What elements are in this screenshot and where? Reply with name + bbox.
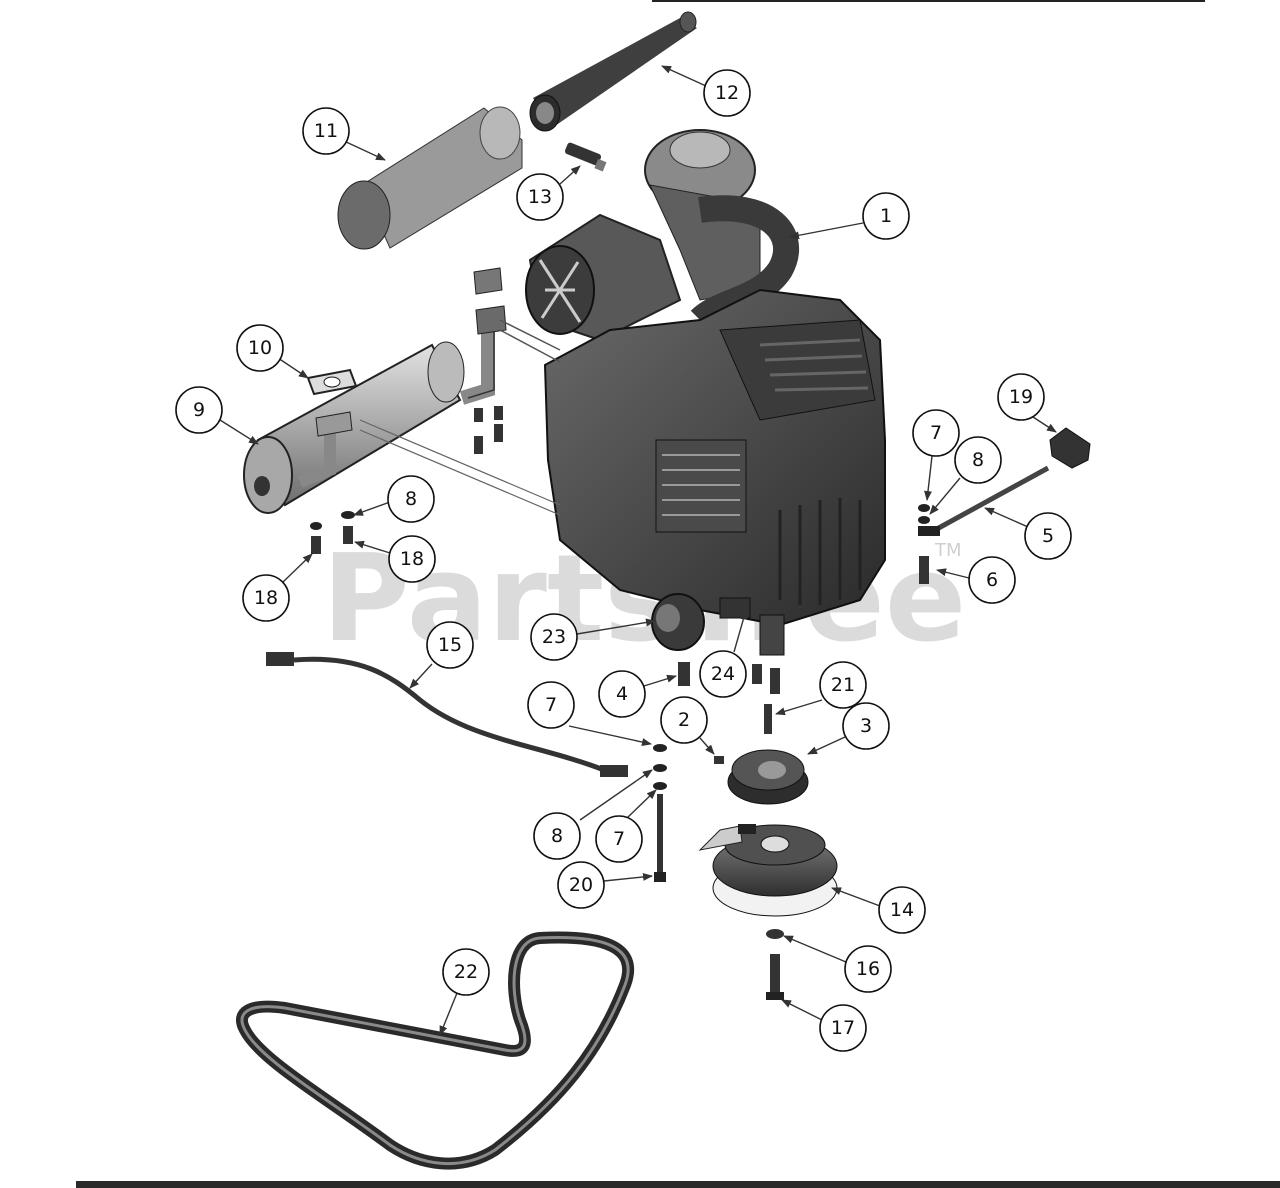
- callout-label: 1: [880, 205, 892, 227]
- pulley: [727, 749, 809, 805]
- engine: [525, 129, 886, 656]
- callout-7: 7: [595, 815, 643, 863]
- long-bolt-stack: [653, 744, 667, 882]
- callout-label: 5: [1042, 525, 1054, 547]
- callout-15: 15: [426, 621, 474, 669]
- callout-label: 6: [986, 569, 998, 591]
- pto-clutch: [698, 824, 838, 917]
- air-filter-sleeve: [337, 106, 523, 250]
- callout-label: 8: [405, 488, 417, 510]
- callout-label: 16: [856, 958, 880, 980]
- callout-13: 13: [516, 173, 564, 221]
- wire-harness: [266, 652, 628, 777]
- callout-label: 8: [972, 449, 984, 471]
- callout-8: 8: [533, 812, 581, 860]
- callout-label: 23: [542, 626, 566, 648]
- callout-label: 20: [569, 874, 593, 896]
- callout-label: 12: [715, 82, 739, 104]
- callout-label: 18: [254, 587, 278, 609]
- shaft-key: [714, 756, 724, 764]
- callout-label: 4: [616, 683, 628, 705]
- callout-1: 1: [862, 192, 910, 240]
- callout-label: 7: [613, 828, 625, 850]
- callout-23: 23: [530, 613, 578, 661]
- right-fasteners: [918, 504, 930, 584]
- muffler: [243, 341, 561, 516]
- callout-label: 2: [678, 709, 690, 731]
- callout-22: 22: [442, 948, 490, 996]
- muffler-gasket: [306, 368, 358, 396]
- callout-18: 18: [388, 535, 436, 583]
- callout-2: 2: [660, 696, 708, 744]
- callout-label: 21: [831, 674, 855, 696]
- callout-12: 12: [703, 69, 751, 117]
- callout-label: 3: [860, 715, 872, 737]
- callout-14: 14: [878, 886, 926, 934]
- callout-label: 17: [831, 1017, 855, 1039]
- leader-lines: [219, 65, 1057, 1036]
- callout-10: 10: [236, 324, 284, 372]
- callout-label: 10: [248, 337, 272, 359]
- muffler-fasteners: [310, 511, 355, 554]
- callout-17: 17: [819, 1004, 867, 1052]
- callout-20: 20: [557, 861, 605, 909]
- drive-belt: [236, 931, 635, 1170]
- callout-4: 4: [598, 670, 646, 718]
- callout-16: 16: [844, 945, 892, 993]
- callout-11: 11: [302, 107, 350, 155]
- callout-18: 18: [242, 574, 290, 622]
- callout-label: 11: [314, 120, 338, 142]
- dipstick-tube: [918, 427, 1091, 536]
- callout-label: 22: [454, 961, 478, 983]
- callout-3: 3: [842, 702, 890, 750]
- callout-24: 24: [699, 650, 747, 698]
- callout-5: 5: [1024, 512, 1072, 560]
- callout-8: 8: [387, 475, 435, 523]
- callout-label: 7: [930, 422, 942, 444]
- bottom-rule: [76, 1181, 1280, 1188]
- exhaust-pipes: [459, 267, 561, 454]
- callout-label: 8: [551, 825, 563, 847]
- callout-19: 19: [997, 373, 1045, 421]
- callout-label: 15: [438, 634, 462, 656]
- spark-plug: [564, 142, 607, 172]
- intake-tube: [529, 11, 697, 132]
- callout-label: 24: [711, 663, 735, 685]
- callout-label: 7: [545, 694, 557, 716]
- callout-label: 9: [193, 399, 205, 421]
- callout-label: 19: [1009, 386, 1033, 408]
- callout-21: 21: [819, 661, 867, 709]
- clutch-bolt: [766, 929, 784, 1000]
- callout-9: 9: [175, 386, 223, 434]
- callout-7: 7: [527, 681, 575, 729]
- callout-label: 13: [528, 186, 552, 208]
- watermark-tm: TM: [934, 540, 962, 561]
- callout-label: 18: [400, 548, 424, 570]
- lower-bolts: [678, 662, 780, 734]
- callout-label: 14: [890, 899, 914, 921]
- callout-6: 6: [968, 556, 1016, 604]
- callout-8: 8: [954, 436, 1002, 484]
- callout-7: 7: [912, 409, 960, 457]
